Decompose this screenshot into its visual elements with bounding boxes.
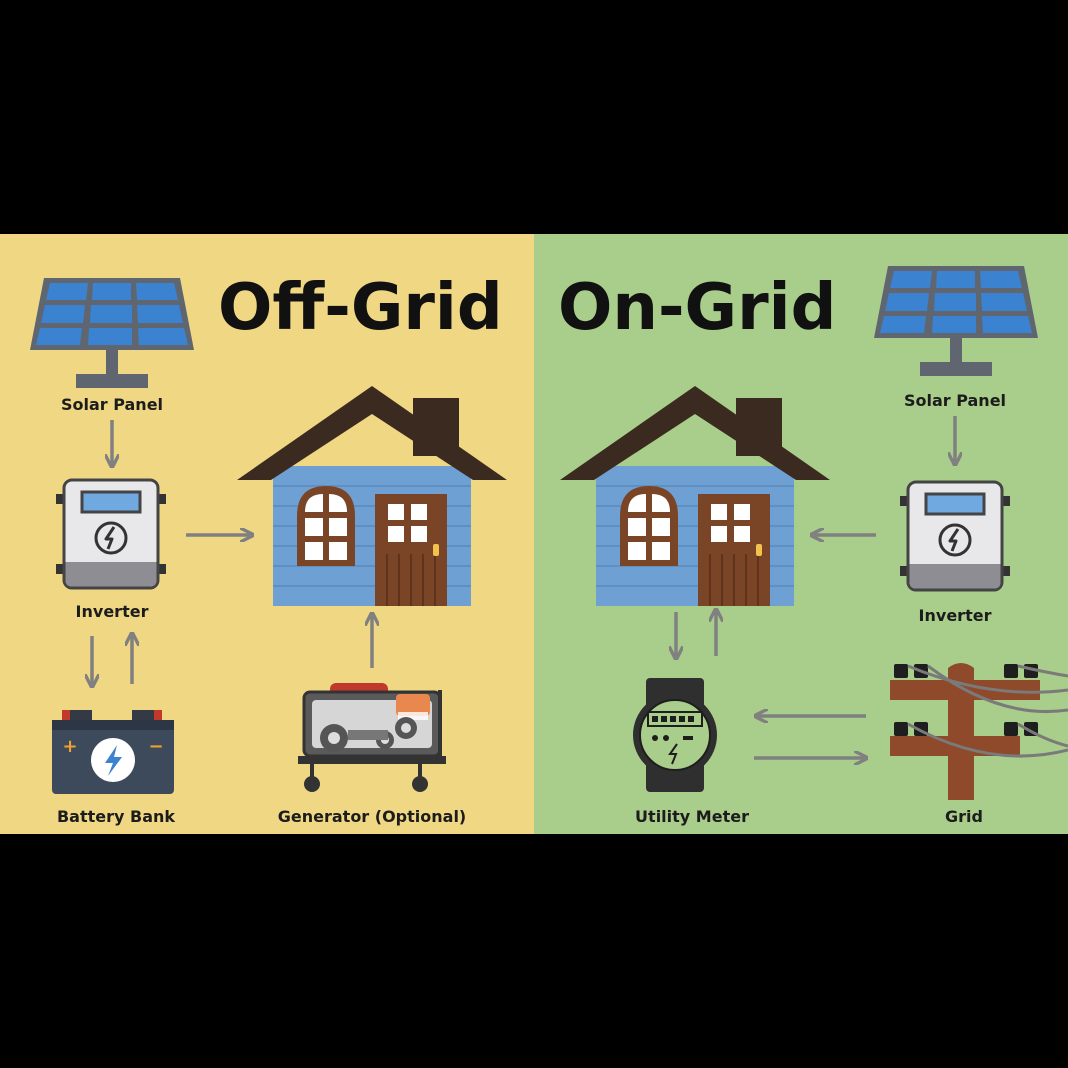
off-grid-solar-panel-label: Solar Panel [61,395,163,414]
battery-plus-sign: + [62,736,77,757]
on-grid-inverter-icon [900,480,1010,592]
battery-bank-label: Battery Bank [57,807,175,826]
utility-meter-label: Utility Meter [635,807,749,826]
generator-label: Generator (Optional) [278,807,467,826]
grid-pole-icon [890,663,1068,800]
utility-meter-icon [633,678,717,792]
on-grid-solar-panel-label: Solar Panel [904,391,1006,410]
generator-icon [298,683,446,792]
off-grid-title: Off-Grid [218,271,503,345]
on-grid-title: On-Grid [558,271,836,345]
off-grid-inverter-label: Inverter [76,602,149,621]
on-grid-inverter-label: Inverter [919,606,992,625]
battery-minus-sign: − [148,736,163,757]
battery-bank-icon: + − [52,710,174,794]
off-grid-inverter-icon [56,478,166,590]
grid-label: Grid [945,807,983,826]
